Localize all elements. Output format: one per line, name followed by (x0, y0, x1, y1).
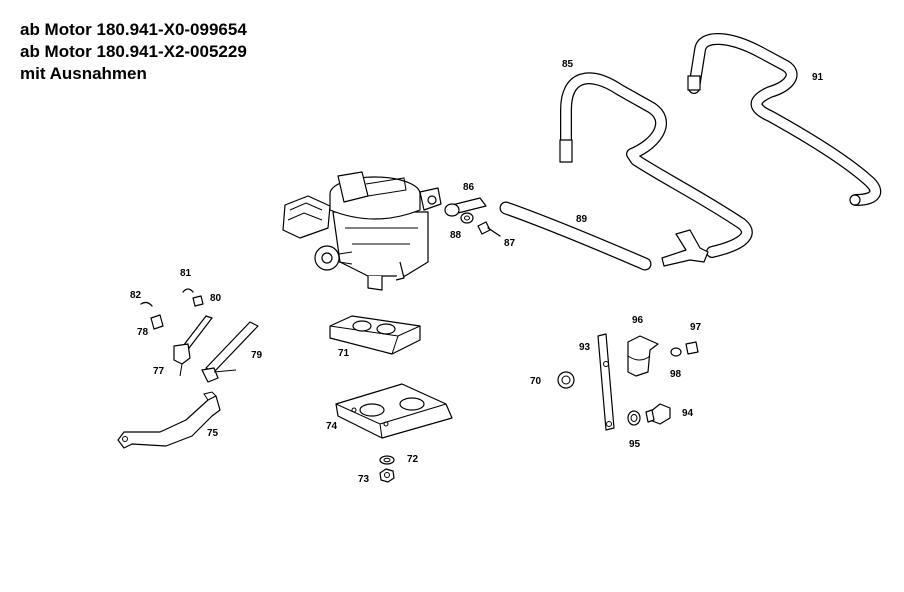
hose-89 (499, 201, 652, 271)
part-number-93: 93 (579, 342, 591, 353)
grommet-70 (557, 371, 575, 389)
fitting-94 (645, 403, 671, 425)
bolt-87 (477, 221, 501, 237)
part-number-94: 94 (682, 408, 694, 419)
hex-nut-73 (379, 468, 395, 483)
diagram-header: ab Motor 180.941-X0-099654 ab Motor 180.… (20, 19, 247, 85)
part-number-75: 75 (207, 428, 219, 439)
part-number-95: 95 (629, 439, 641, 450)
bushing-80 (192, 295, 204, 307)
bracket-lever-75 (117, 391, 221, 449)
part-number-87: 87 (504, 238, 516, 249)
exceptions-note: mit Ausnahmen (20, 64, 147, 83)
seal-ring-88 (460, 212, 474, 224)
clip-81 (182, 288, 194, 293)
part-number-71: 71 (338, 348, 350, 359)
sleeve-78 (150, 314, 164, 330)
part-number-85: 85 (562, 59, 574, 70)
washer-98 (670, 347, 682, 357)
lever-79 (201, 321, 259, 383)
engine-range-line-1: ab Motor 180.941-X0-099654 (20, 20, 247, 39)
carburetor (282, 171, 442, 291)
fitting-97 (685, 341, 699, 355)
part-number-97: 97 (690, 322, 702, 333)
clamp-96 (627, 335, 659, 377)
part-number-88: 88 (450, 230, 462, 241)
part-number-80: 80 (210, 293, 222, 304)
part-number-72: 72 (407, 454, 419, 465)
hose-91 (687, 32, 882, 206)
base-plate-74 (335, 383, 453, 439)
part-number-86: 86 (463, 182, 475, 193)
part-number-73: 73 (358, 474, 370, 485)
part-number-78: 78 (137, 327, 149, 338)
washer-72 (379, 455, 395, 465)
part-number-82: 82 (130, 290, 142, 301)
insulating-flange-71 (329, 315, 421, 355)
strap-bracket-93 (597, 333, 615, 431)
engine-range-line-2: ab Motor 180.941-X2-005229 (20, 42, 247, 61)
part-number-91: 91 (812, 72, 824, 83)
part-number-70: 70 (530, 376, 542, 387)
circlip-82 (140, 301, 153, 307)
part-number-89: 89 (576, 214, 588, 225)
part-number-79: 79 (251, 350, 263, 361)
seal-ring-95 (627, 410, 641, 426)
vacuum-hose-85 (559, 72, 753, 267)
lever-77 (173, 315, 213, 377)
part-number-96: 96 (632, 315, 644, 326)
part-number-98: 98 (670, 369, 682, 380)
part-number-77: 77 (153, 366, 165, 377)
part-number-74: 74 (326, 421, 338, 432)
part-number-81: 81 (180, 268, 192, 279)
hose-connector-86 (444, 197, 487, 217)
